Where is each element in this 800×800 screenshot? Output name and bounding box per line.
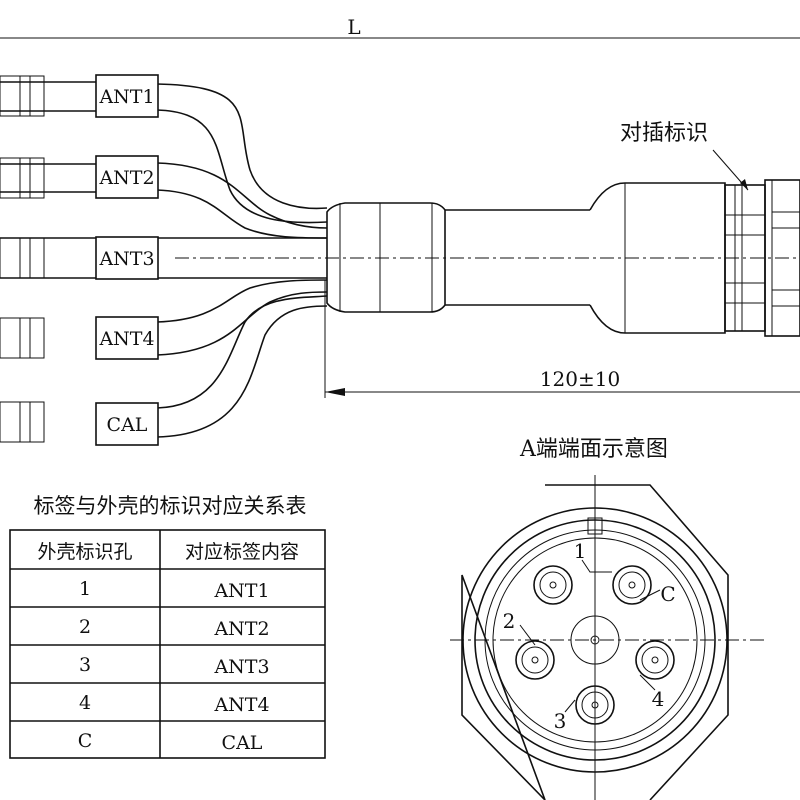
dimension-l-label: L xyxy=(347,15,360,39)
connector-body xyxy=(326,179,800,337)
table-cell: 1 xyxy=(79,578,91,600)
pin-1 xyxy=(533,565,573,605)
table-cell: ANT1 xyxy=(213,580,269,602)
svg-text:ANT4: ANT4 xyxy=(98,328,154,350)
table-cell: ANT3 xyxy=(213,656,269,678)
mating-mark-label: 对插标识 xyxy=(620,121,708,146)
table-cell: ANT4 xyxy=(213,694,269,716)
cable-tails xyxy=(0,75,328,443)
end-view-title: A端端面示意图 xyxy=(519,437,668,462)
table-cell: ANT2 xyxy=(213,618,269,640)
cable-label-ant3: ANT3 xyxy=(95,236,159,280)
pin-c xyxy=(612,565,652,605)
table-cell: 3 xyxy=(79,654,91,676)
svg-text:CAL: CAL xyxy=(107,414,148,436)
cable-label-ant1: ANT1 xyxy=(95,74,159,118)
cable-label-cal: CAL xyxy=(95,402,159,446)
mapping-table xyxy=(9,529,326,759)
table-cell: 4 xyxy=(79,692,91,714)
cable-label-ant4: ANT4 xyxy=(95,316,159,360)
pin-label-c: C xyxy=(660,582,675,606)
pin-label-4: 4 xyxy=(652,687,665,711)
svg-text:ANT1: ANT1 xyxy=(98,86,154,108)
table-cell: CAL xyxy=(222,732,263,754)
svg-text:ANT3: ANT3 xyxy=(98,248,154,270)
table-header-label: 对应标签内容 xyxy=(185,541,299,563)
pin-4 xyxy=(635,640,675,680)
cable-label-ant2: ANT2 xyxy=(95,155,159,199)
svg-text:ANT2: ANT2 xyxy=(98,167,154,189)
table-title: 标签与外壳的标识对应关系表 xyxy=(34,494,307,518)
pin-label-3: 3 xyxy=(554,709,567,733)
table-cell: C xyxy=(78,730,93,752)
dimension-120-label: 120±10 xyxy=(540,367,620,391)
table-cell: 2 xyxy=(79,616,91,638)
pin-3 xyxy=(575,685,615,725)
table-header-hole: 外壳标识孔 xyxy=(37,541,132,563)
pin-label-2: 2 xyxy=(503,609,516,633)
end-view xyxy=(450,475,765,800)
pin-2 xyxy=(515,640,555,680)
pin-label-1: 1 xyxy=(574,539,587,563)
